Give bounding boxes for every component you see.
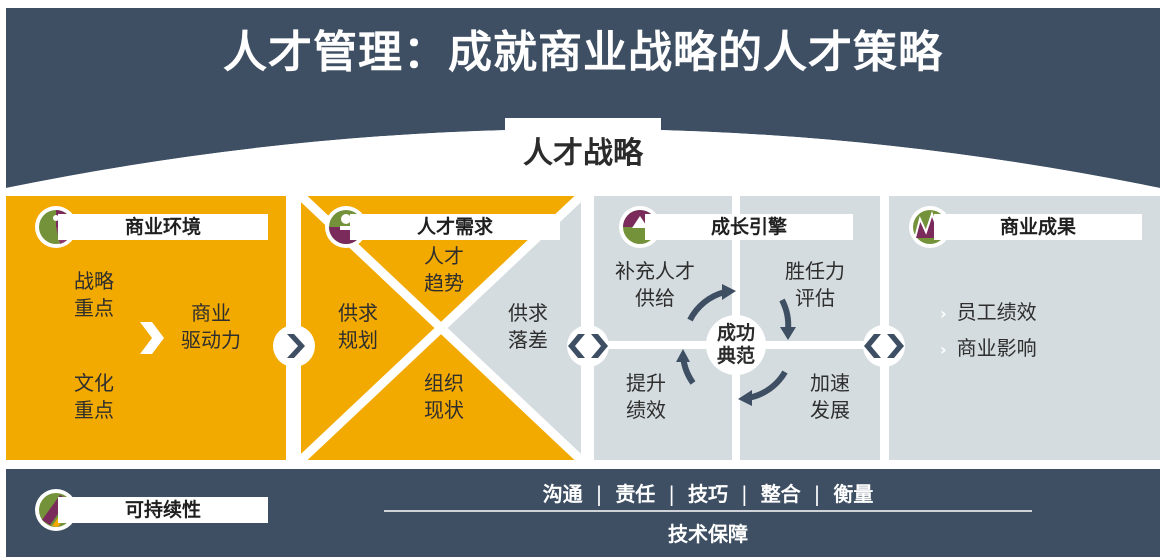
supply-gap-label: 供求落差 (508, 301, 548, 352)
header-business-results: 商业成果 (934, 214, 1142, 240)
connector-bidirectional-icon (863, 325, 905, 367)
development-label: 加速发展 (810, 371, 850, 422)
cycle-arrowheads (676, 284, 796, 406)
business-drivers-label: 商业驱动力 (181, 301, 241, 352)
talent-trend-label: 人才趋势 (424, 244, 464, 295)
chevron-right-icon: › (940, 304, 947, 323)
enablers-list: 沟通 | 责任 | 技巧 | 整合 | 衡量 (542, 482, 874, 506)
supply-planning-label: 供求规划 (338, 301, 378, 352)
roof-arc (6, 129, 1160, 193)
performance-label: 提升绩效 (626, 371, 666, 422)
page-title: 人才管理：成就商业战略的人才策略 (223, 27, 943, 78)
list-item: ›商业影响 (940, 336, 1037, 360)
roof-banner (6, 8, 1160, 188)
success-model-label: 成功典范 (716, 322, 755, 367)
list-item: ›员工绩效 (940, 300, 1037, 324)
header-business-env: 商业环境 (58, 214, 268, 240)
strategy-focus-label: 战略重点 (74, 269, 114, 320)
connector-right-icon (273, 325, 315, 367)
chevron-right-icon: › (940, 340, 947, 359)
header-growth-engine: 成长引擎 (645, 214, 853, 240)
header-sustainability: 可持续性 (58, 497, 268, 523)
culture-focus-label: 文化重点 (74, 371, 114, 422)
center-badge (706, 315, 766, 375)
header-talent-demand: 人才需求 (350, 214, 560, 240)
talent-supply-label: 补充人才供给 (615, 259, 695, 310)
connector-bidirectional-icon (567, 325, 609, 367)
tech-support-label: 技术保障 (668, 522, 748, 546)
strategy-label-box (505, 118, 661, 172)
panel-talent-demand-left (301, 196, 441, 460)
competency-label: 胜任力评估 (785, 259, 845, 310)
x-line-2 (297, 192, 585, 464)
panel-talent-demand-bottom (301, 328, 581, 460)
arrow-right-icon (140, 322, 164, 354)
org-status-label: 组织现状 (424, 371, 464, 422)
strategy-label: 人才战略 (523, 136, 643, 171)
